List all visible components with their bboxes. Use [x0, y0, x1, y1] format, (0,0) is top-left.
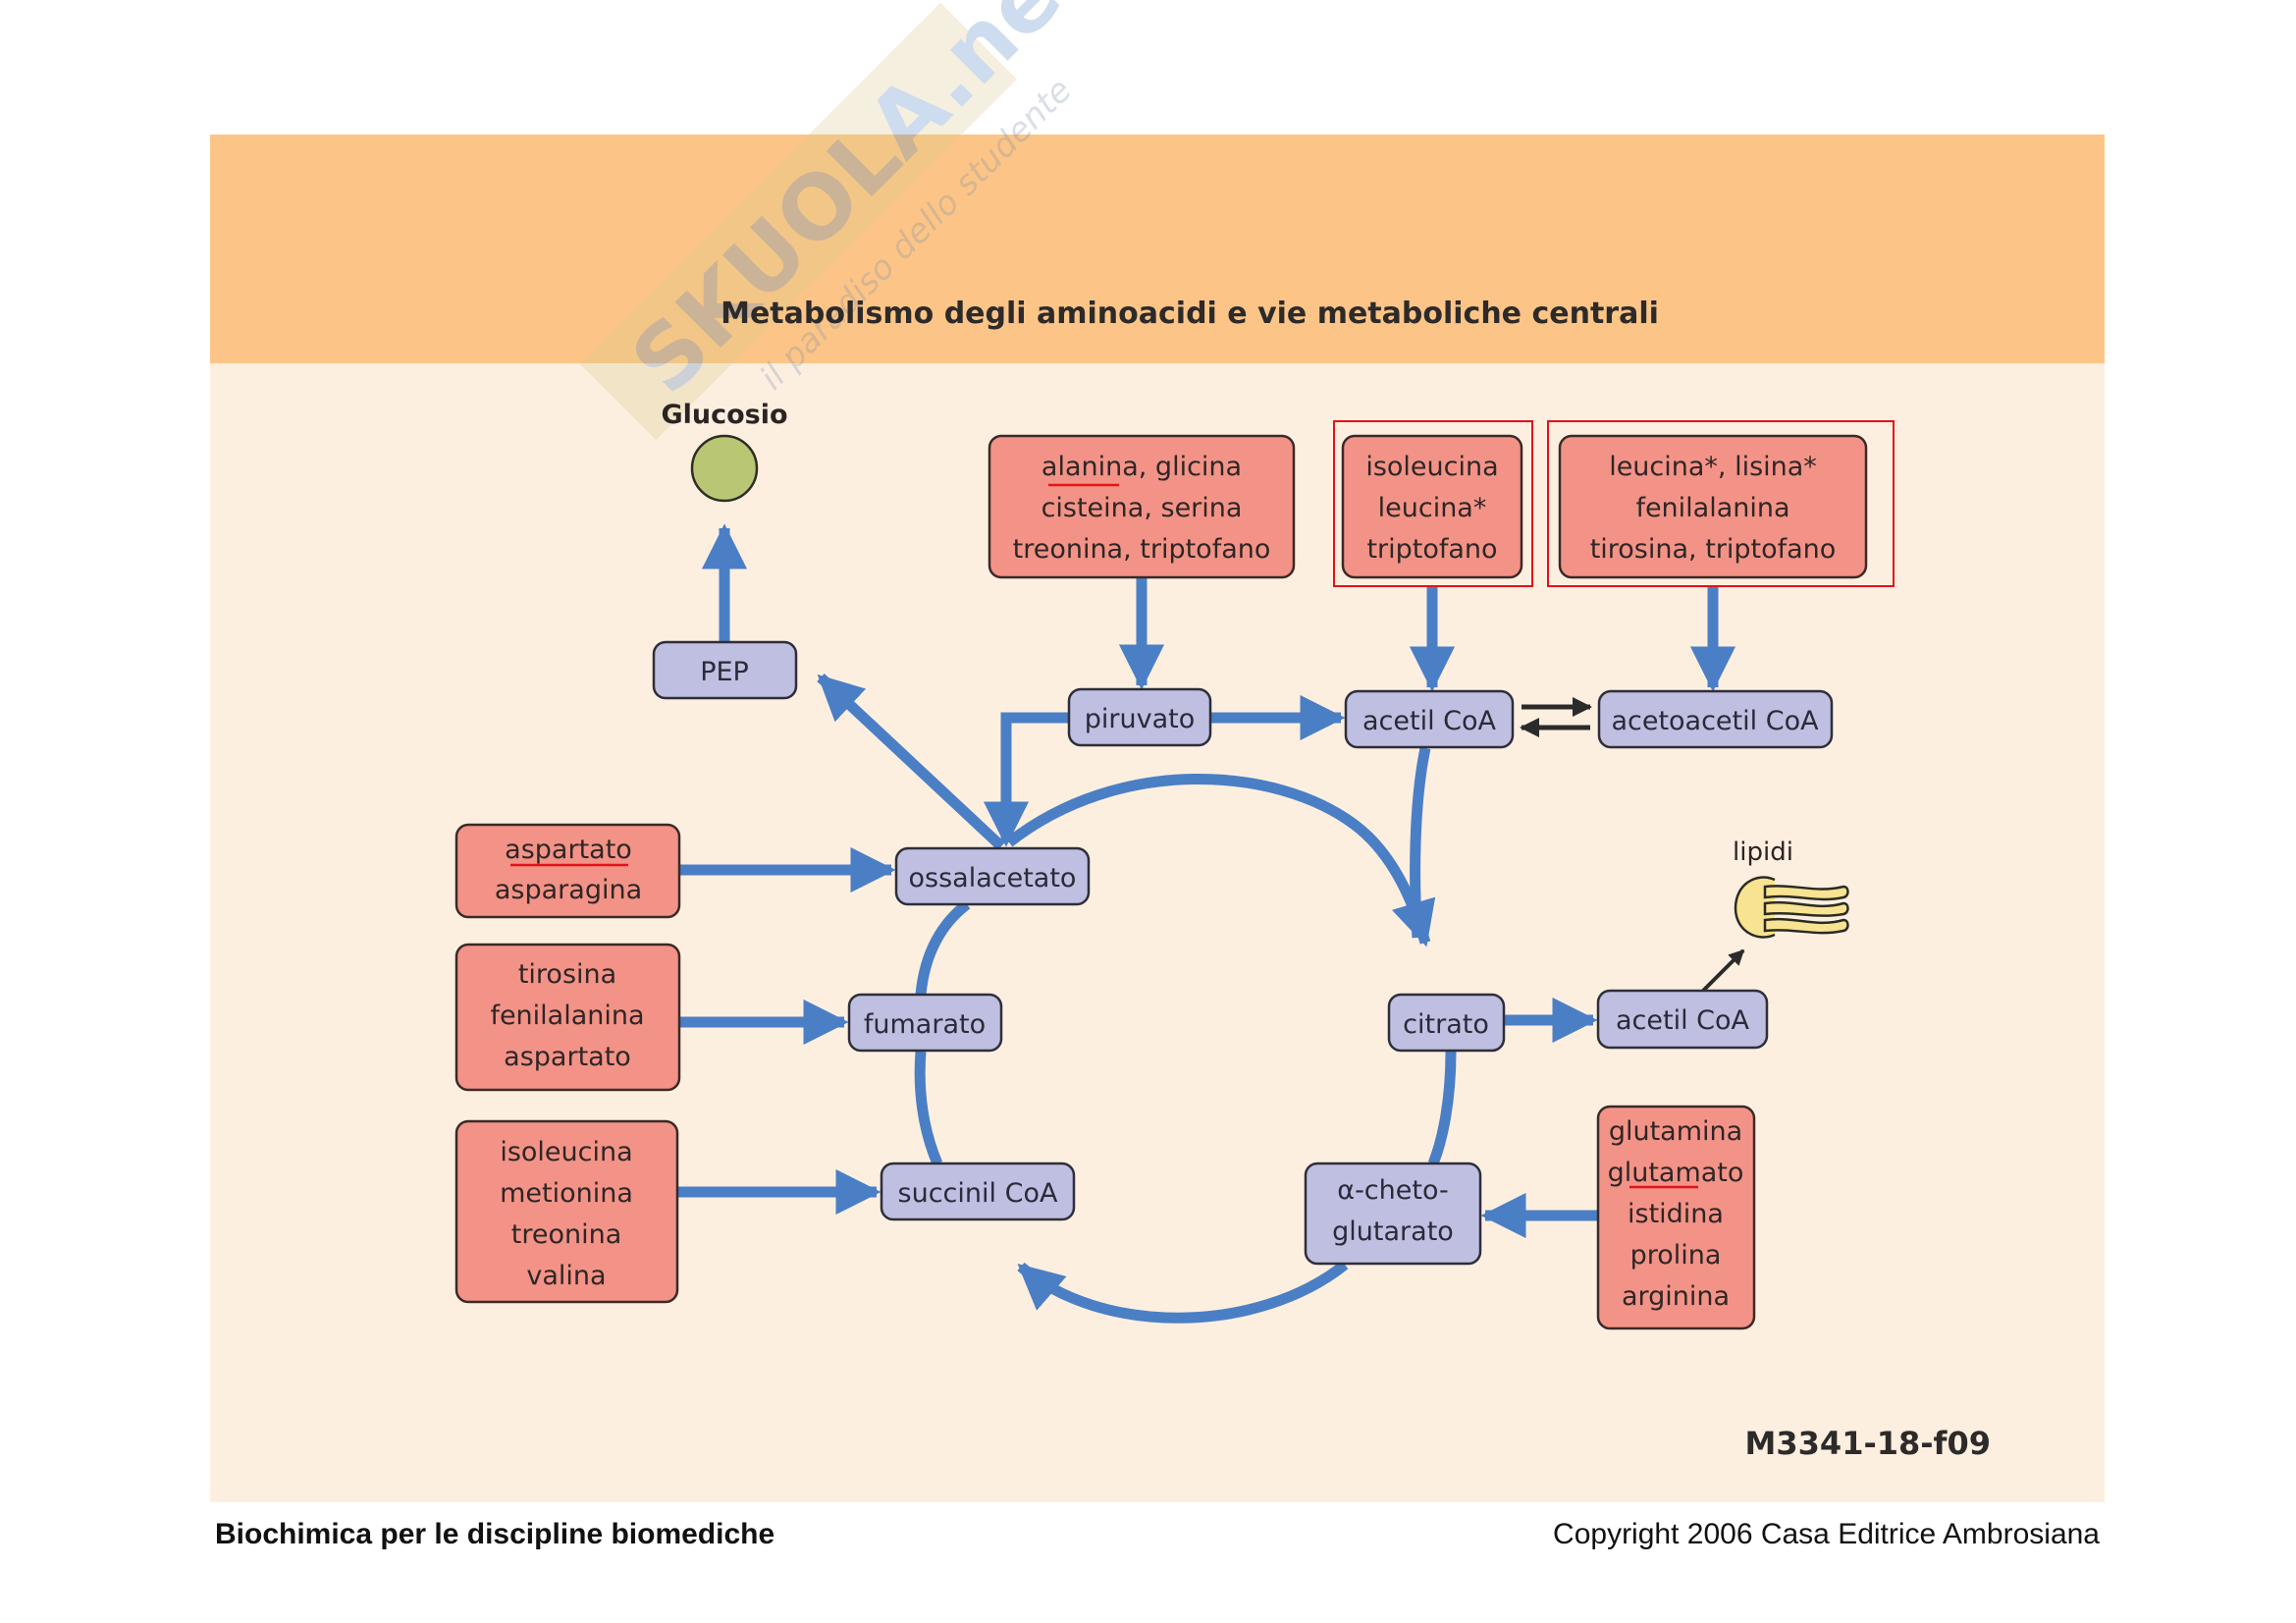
footer-copyright: Copyright 2006 Casa Editrice Ambrosiana [1553, 1518, 2100, 1550]
amino-line: triptofano [1366, 534, 1497, 565]
highlight-frame [1547, 420, 1895, 587]
glucose-label: Glucosio [661, 400, 787, 430]
amino-line: isoleucina [1365, 452, 1498, 482]
amino-group-to-fumarato: tirosina fenilalanina aspartato [454, 943, 681, 1092]
amino-line: cisteina, serina [1041, 493, 1243, 523]
amino-line: arginina [1622, 1281, 1730, 1312]
node-succinil-coa: succinil CoA [880, 1162, 1076, 1221]
figure-title: Metabolismo degli aminoacidi e vie metab… [721, 297, 1659, 331]
node-ossalacetato: ossalacetato [894, 846, 1091, 906]
alfa-cheto-line-2: glutarato [1332, 1217, 1454, 1247]
amino-line: tirosina, triptofano [1590, 534, 1837, 565]
acetoacetil-coa-label: acetoacetil CoA [1611, 706, 1819, 736]
cycle-arc-fumarato-to-ossalacetato [915, 899, 971, 996]
amino-group-to-succinil-coa: isoleucina metionina treonina valina [454, 1119, 679, 1304]
amino-line: prolina [1630, 1240, 1722, 1271]
node-acetil-coa-2: acetil CoA [1596, 989, 1769, 1050]
node-acetil-coa: acetil CoA [1344, 689, 1515, 749]
amino-line: fenilalanina [1635, 493, 1789, 523]
ossalacetato-label: ossalacetato [909, 863, 1077, 893]
amino-line: fenilalanina [490, 1001, 644, 1031]
node-piruvato: piruvato [1067, 687, 1212, 747]
amino-line: glutamina [1609, 1116, 1742, 1147]
lipidi-label: lipidi [1733, 838, 1793, 867]
succinil-coa-label: succinil CoA [898, 1178, 1058, 1209]
arrow-piruvato-to-ossalacetato [983, 712, 1069, 847]
lipid-icon [1734, 876, 1849, 939]
pep-label: PEP [700, 657, 749, 687]
glucose-icon [690, 434, 759, 503]
amino-line: istidina [1628, 1199, 1724, 1229]
amino-line: glutamato [1608, 1158, 1744, 1188]
amino-group-to-piruvato: alanina, glicina cisteina, serina treoni… [988, 434, 1296, 579]
amino-line: leucina*, lisina* [1609, 452, 1817, 482]
amino-line: asparagina [495, 875, 642, 905]
cycle-arrow-acetil-coa-to-citrato [1410, 746, 1431, 939]
watermark-banner [579, 2, 1017, 441]
cycle-arc-succinil-to-fumarato [914, 1051, 943, 1166]
arrow-acetil-coa-to-lipidi [1701, 948, 1745, 993]
cycle-arrow-chetoglutarato-to-succinil-coa [1017, 1260, 1349, 1324]
node-alfa-chetoglutarato: α-cheto- glutarato [1304, 1162, 1482, 1266]
amino-line: alanina, glicina [1041, 452, 1242, 482]
alfa-cheto-line-1: α-cheto- [1337, 1175, 1448, 1206]
amino-line: treonina [511, 1219, 622, 1250]
amino-line: metionina [500, 1178, 633, 1209]
node-pep: PEP [652, 640, 798, 700]
arrow-ossalacetato-to-pep [817, 673, 1005, 851]
cycle-arc-citrato-to-chetoglutarato [1427, 1051, 1457, 1166]
amino-line: leucina* [1378, 493, 1487, 523]
node-acetoacetil-coa: acetoacetil CoA [1597, 689, 1834, 749]
node-citrato: citrato [1387, 993, 1506, 1053]
highlight-frame [1333, 420, 1533, 587]
amino-line: aspartato [505, 835, 632, 865]
amino-line: aspartato [504, 1042, 631, 1072]
amino-line: treonina, triptofano [1013, 534, 1271, 565]
piruvato-label: piruvato [1085, 704, 1195, 734]
cycle-arrow-ossalacetato-to-citrato [1005, 773, 1436, 947]
amino-group-to-alfa-chetoglutarato: glutamina glutamato istidina prolina arg… [1596, 1105, 1756, 1330]
acetil-coa-label: acetil CoA [1362, 706, 1497, 736]
acetil-coa-2-label: acetil CoA [1616, 1005, 1750, 1036]
amino-line: valina [526, 1261, 606, 1291]
amino-line: tirosina [518, 959, 616, 990]
figure-code: M3341-18-f09 [1745, 1425, 1991, 1462]
header-band [210, 135, 2105, 363]
node-fumarato: fumarato [847, 993, 1003, 1053]
fumarato-label: fumarato [864, 1009, 986, 1040]
citrato-label: citrato [1403, 1009, 1489, 1040]
footer-book-title: Biochimica per le discipline biomediche [215, 1518, 775, 1550]
amino-group-to-ossalacetato: aspartato asparagina [454, 823, 681, 919]
amino-line: isoleucina [500, 1137, 632, 1167]
amino-group-to-acetoacetil-coa: leucina*, lisina* fenilalanina tirosina,… [1558, 434, 1868, 579]
amino-group-to-acetil-coa: isoleucina leucina* triptofano [1341, 434, 1523, 579]
